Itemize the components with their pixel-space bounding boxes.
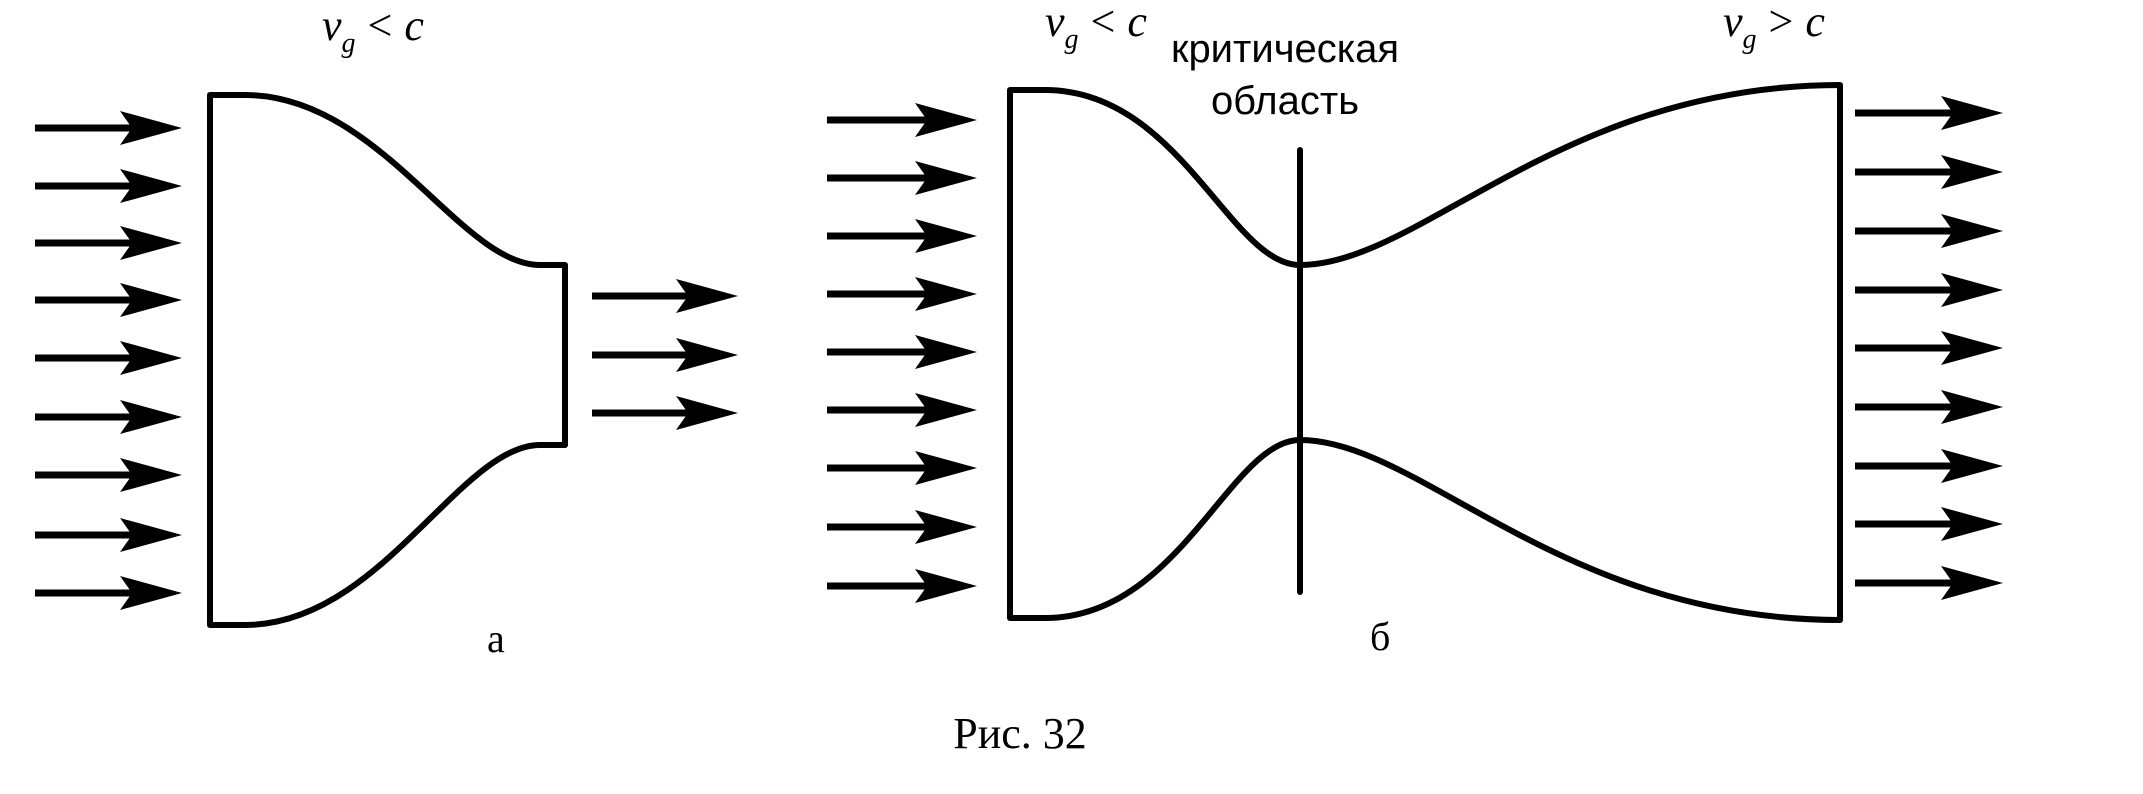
flow-arrow: [827, 161, 977, 195]
flow-arrow: [827, 569, 977, 603]
panel-a: vg<c а: [35, 1, 738, 661]
flow-arrow: [827, 335, 977, 369]
flow-arrow: [35, 283, 182, 317]
flow-arrow: [35, 226, 182, 260]
critical-region-label-line1: критическая: [1171, 27, 1399, 71]
flow-arrow: [1855, 331, 2003, 365]
flow-arrow: [827, 393, 977, 427]
flow-arrow: [827, 219, 977, 253]
critical-region-label-line2: область: [1211, 79, 1359, 123]
flow-arrow: [827, 277, 977, 311]
flow-arrow: [1855, 273, 2003, 307]
flow-arrow: [35, 518, 182, 552]
flow-arrow: [1855, 214, 2003, 248]
laval-nozzle-outline: [1007, 82, 1843, 623]
flow-arrow: [1855, 449, 2003, 483]
outflow-arrows-a: [592, 279, 738, 430]
panel-b-speed-label-right: vg>c: [1723, 0, 1825, 55]
outflow-arrows-b: [1855, 96, 2003, 600]
panel-a-letter: а: [487, 616, 505, 661]
flow-arrow: [35, 169, 182, 203]
panel-b: vg<c vg>c критическая область б: [827, 0, 2003, 659]
flow-arrow: [592, 396, 738, 430]
flow-arrow: [35, 400, 182, 434]
flow-arrow: [35, 111, 182, 145]
flow-arrow: [35, 458, 182, 492]
panel-b-letter: б: [1370, 614, 1390, 659]
flow-arrow: [1855, 390, 2003, 424]
figure-caption: Рис. 32: [953, 709, 1087, 758]
flow-arrow: [1855, 507, 2003, 541]
flow-arrow: [1855, 96, 2003, 130]
flow-arrow: [827, 510, 977, 544]
flow-arrow: [827, 103, 977, 137]
flow-arrow: [35, 576, 182, 610]
inflow-arrows-a: [35, 111, 182, 610]
flow-arrow: [827, 451, 977, 485]
panel-a-speed-label: vg<c: [322, 1, 424, 59]
inflow-arrows-b: [827, 103, 977, 603]
flow-arrow: [1855, 155, 2003, 189]
flow-arrow: [592, 338, 738, 372]
flow-arrow: [592, 279, 738, 313]
flow-arrow: [1855, 566, 2003, 600]
flow-arrow: [35, 341, 182, 375]
converging-nozzle-outline: [207, 92, 568, 628]
panel-b-speed-label-left: vg<c: [1045, 0, 1147, 55]
